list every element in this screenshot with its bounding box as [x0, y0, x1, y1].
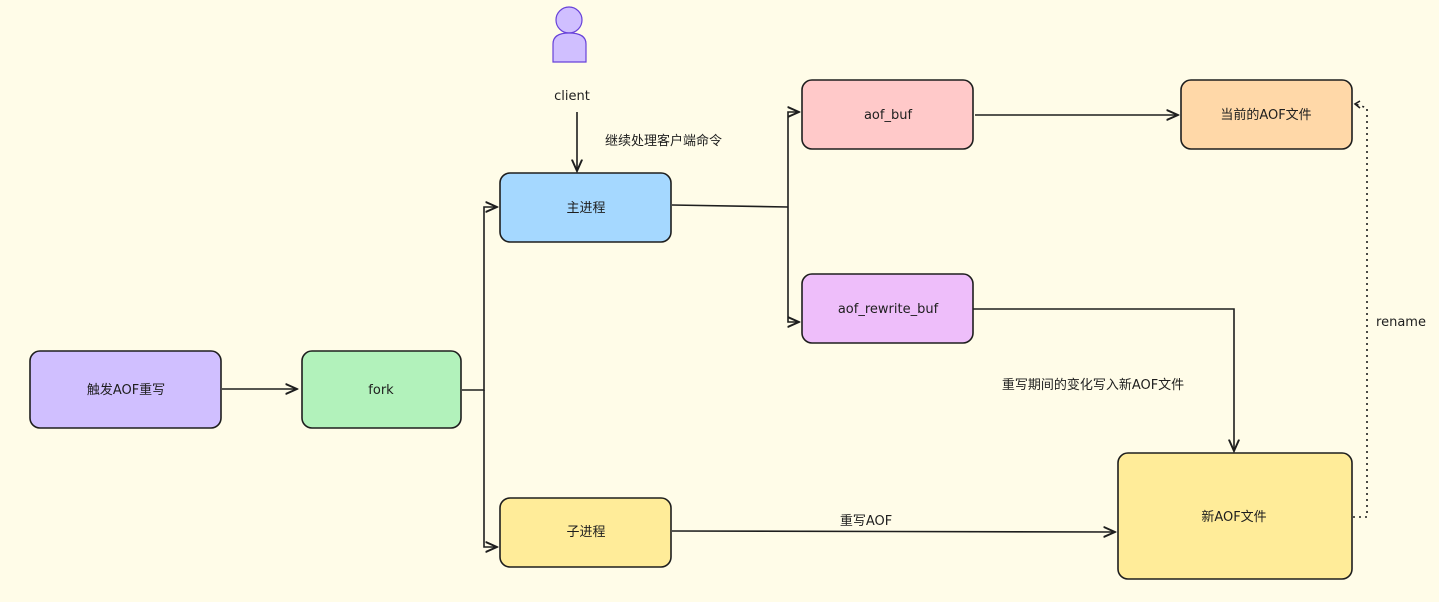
edge-fork-to-child [483, 390, 497, 547]
node-new-aof-file: 新AOF文件 [1117, 452, 1353, 580]
node-current-aof-file: 当前的AOF文件 [1180, 79, 1353, 150]
node-child-process: 子进程 [499, 497, 672, 568]
client-user-icon [552, 6, 587, 63]
label-rename: rename [1376, 315, 1426, 330]
node-child-process-label: 子进程 [566, 525, 605, 540]
node-aof-buf: aof_buf [801, 79, 974, 150]
node-fork-label: fork [368, 383, 394, 398]
edge-child-to-new [671, 531, 1115, 532]
edge-main-to-aof-buf [787, 112, 799, 207]
client-label: client [554, 89, 590, 104]
node-aof-buf-label: aof_buf [864, 108, 912, 123]
edge-main-out [671, 204, 789, 208]
node-aof-rewrite-buf: aof_rewrite_buf [801, 273, 974, 344]
node-fork: fork [301, 350, 462, 429]
node-current-aof-file-label: 当前的AOF文件 [1220, 107, 1311, 123]
edge-rewrite-buf-to-new [973, 308, 1234, 451]
label-rewrite-aof: 重写AOF [840, 513, 892, 529]
edge-fork-split [462, 207, 497, 391]
label-write-changes: 重写期间的变化写入新AOF文件 [1002, 377, 1184, 393]
node-new-aof-file-label: 新AOF文件 [1201, 509, 1266, 525]
label-client-commands: 继续处理客户端命令 [605, 133, 722, 149]
node-trigger-aof-rewrite: 触发AOF重写 [29, 350, 222, 429]
node-main-process-label: 主进程 [566, 201, 605, 216]
node-main-process: 主进程 [499, 172, 672, 243]
edge-main-to-rewrite-buf [787, 207, 799, 322]
node-aof-rewrite-buf-label: aof_rewrite_buf [838, 302, 939, 317]
node-trigger-label: 触发AOF重写 [87, 382, 165, 398]
edge-rename-arrowhead [1353, 100, 1361, 109]
edge-rename [1353, 103, 1368, 518]
